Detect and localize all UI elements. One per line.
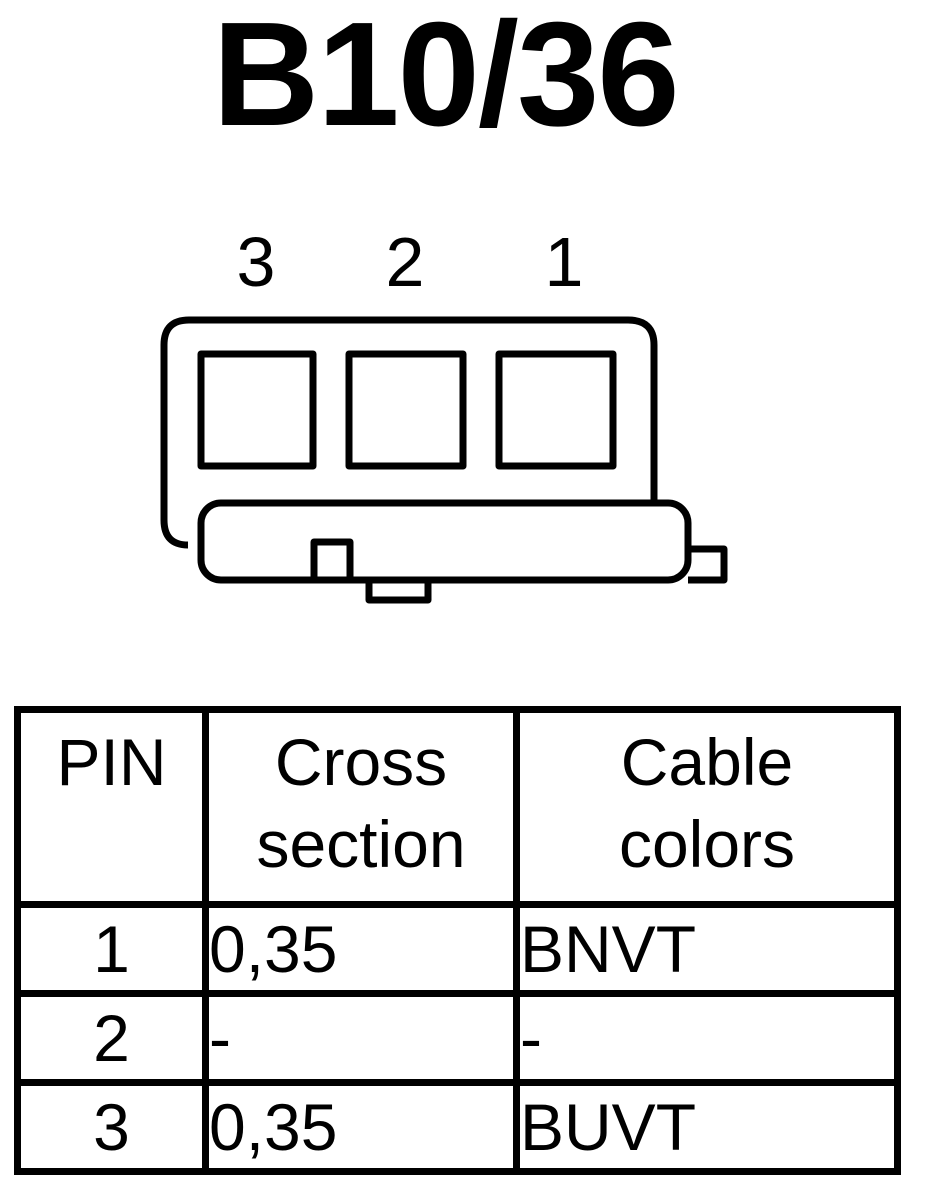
row-2-pin: 2 [14, 990, 209, 1086]
side-tab [688, 545, 728, 584]
row-3-cross-section: 0,35 [202, 1079, 520, 1175]
header-cross-section: Cross section [202, 706, 520, 908]
pin-label-2: 2 [386, 223, 425, 301]
header-pin: PIN [14, 706, 209, 908]
row-2-cross-section: - [202, 990, 520, 1086]
connector-title: B10/36 [212, 0, 679, 157]
connector-housing [160, 316, 658, 549]
pin-table: PIN Cross section Cable colors 1 0,35 BN… [14, 706, 901, 1175]
table-header-row: PIN Cross section Cable colors [14, 706, 901, 908]
bottom-tab [365, 582, 432, 604]
connector-diagram: 3 2 1 [160, 223, 728, 604]
row-3-pin: 3 [14, 1079, 209, 1175]
latch-tab [310, 538, 354, 579]
pin-label-1: 1 [545, 223, 584, 301]
pin-cavity-3 [197, 350, 317, 470]
connector-latch [197, 499, 692, 584]
header-colors-line1: Cable [620, 725, 794, 799]
table-row: 3 0,35 BUVT [14, 1079, 901, 1175]
pin-cavity-2 [345, 350, 467, 470]
row-1-cross-section: 0,35 [202, 901, 520, 997]
pin-cavity-1 [495, 350, 617, 470]
row-3-color: BUVT [513, 1079, 901, 1175]
header-pin-line1: PIN [56, 725, 167, 799]
table-row: 2 - - [14, 990, 901, 1086]
row-1-color: BNVT [513, 901, 901, 997]
header-cross-line2: section [256, 807, 466, 881]
header-cable-colors: Cable colors [513, 706, 901, 908]
table-row: 1 0,35 BNVT [14, 901, 901, 997]
header-colors-line2: colors [618, 807, 796, 881]
row-2-color: - [513, 990, 901, 1086]
pin-label-3: 3 [237, 223, 276, 301]
header-cross-line1: Cross [274, 725, 448, 799]
row-1-pin: 1 [14, 901, 209, 997]
